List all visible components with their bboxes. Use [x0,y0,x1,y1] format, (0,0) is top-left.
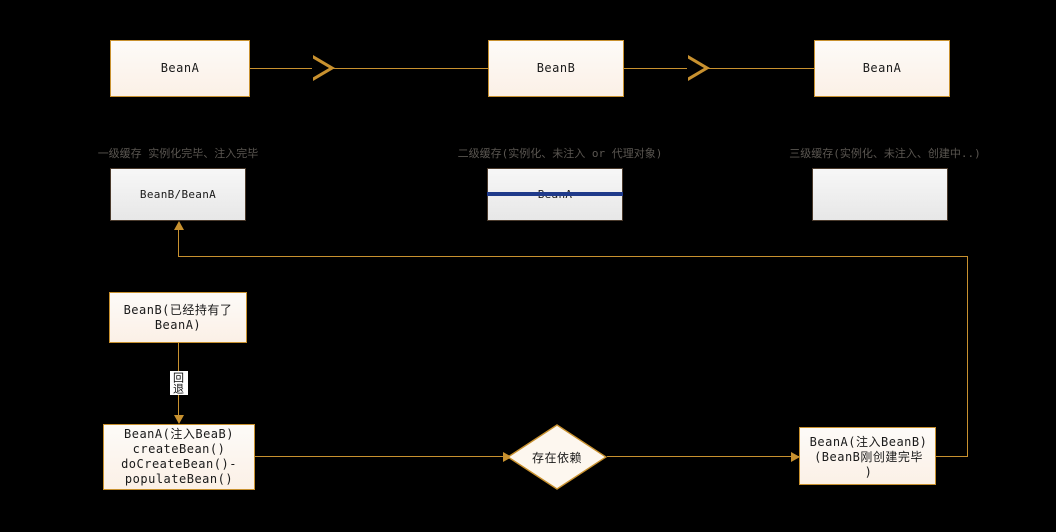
node-bean-a-left[interactable]: BeanA [110,40,250,97]
node-bean-a-injected-label: BeanA(注入BeanB) (BeanB刚创建完毕 ) [809,435,928,479]
top-connector-1 [250,68,488,69]
cache-level-3-box[interactable] [812,168,948,221]
node-bean-a-injected[interactable]: BeanA(注入BeanB) (BeanB刚创建完毕 ) [799,427,936,485]
edge-create-bean-to-decision [255,456,505,457]
node-bean-b-holds-bean-a[interactable]: BeanB(已经持有了BeanA) [109,292,247,343]
return-path-horizontal [178,256,968,257]
top-connector-2 [624,68,814,69]
decision-diamond-shape [507,424,607,490]
edge-decision-to-bean-a-injected [607,456,800,457]
cache-level-1-label: 一级缓存 实例化完毕、注入完毕 [97,147,259,160]
node-bean-b-middle-label: BeanB [536,61,576,75]
rollback-arrow-head [174,415,184,424]
cache-level-2-label: 二级缓存(实例化、未注入 or 代理对象) [457,147,663,160]
return-path-arrow-head [174,221,184,230]
node-create-bean[interactable]: BeanA(注入BeaB) createBean() doCreateBean(… [103,424,255,490]
edge-decision-to-bean-a-injected-arrow [791,452,800,462]
return-path-right-vertical [967,256,968,457]
cache-level-1-content: BeanB/BeanA [139,187,217,201]
node-bean-b-middle[interactable]: BeanB [488,40,624,97]
cache-level-3-label: 三级缓存(实例化、未注入、创建中..) [789,147,981,160]
cache-level-1-box[interactable]: BeanB/BeanA [110,168,246,221]
node-bean-a-left-label: BeanA [160,61,200,75]
node-bean-a-right[interactable]: BeanA [814,40,950,97]
node-decision-has-dependency[interactable]: 存在依赖 [507,424,607,490]
top-arrow-marker-1 [312,55,335,81]
rollback-edge-label: 回退 [170,371,188,395]
node-create-bean-label: BeanA(注入BeaB) createBean() doCreateBean(… [121,427,237,486]
node-bean-a-right-label: BeanA [862,61,902,75]
return-path-into-cache1 [178,230,179,257]
node-bean-b-holds-bean-a-label: BeanB(已经持有了BeanA) [123,302,233,332]
return-path-bottom-horizontal [936,456,968,457]
top-arrow-marker-2 [687,55,710,81]
cache-level-2-strikethrough [487,192,623,196]
